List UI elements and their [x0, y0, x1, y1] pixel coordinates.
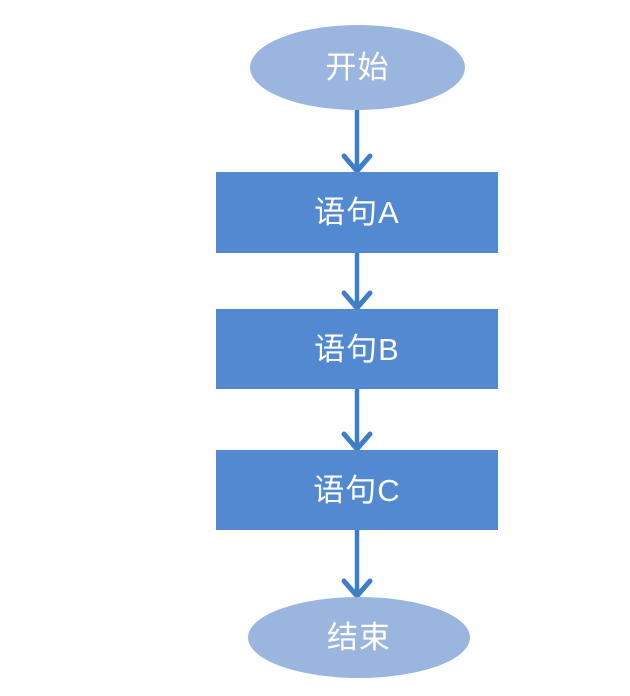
node-label-stmt-a: 语句A — [314, 195, 400, 230]
arrow-head-left — [341, 290, 360, 310]
arrow-head-left — [341, 153, 360, 173]
arrow-stmt-b-to-stmt-c — [341, 389, 373, 451]
node-label-end: 结束 — [327, 620, 391, 655]
flowchart-node-end: 结束 — [248, 597, 470, 678]
node-label-stmt-c: 语句C — [313, 472, 401, 508]
arrow-head-left — [341, 578, 360, 598]
node-label-stmt-b: 语句B — [314, 331, 400, 367]
arrow-head-right — [354, 578, 373, 598]
node-label-start: 开始 — [325, 50, 390, 85]
arrow-start-to-stmt-a — [341, 110, 373, 173]
flowchart-node-start: 开始 — [250, 25, 465, 110]
arrow-stmt-c-to-end — [341, 530, 373, 598]
flowchart-node-stmt-b: 语句B — [216, 309, 498, 389]
flowchart-node-stmt-a: 语句A — [216, 172, 498, 253]
arrow-head-right — [354, 431, 373, 451]
arrow-head-left — [341, 431, 360, 451]
arrow-head-right — [354, 153, 373, 173]
flowchart-node-stmt-c: 语句C — [216, 450, 498, 530]
arrow-stmt-a-to-stmt-b — [341, 253, 373, 310]
arrow-head-right — [354, 290, 373, 310]
